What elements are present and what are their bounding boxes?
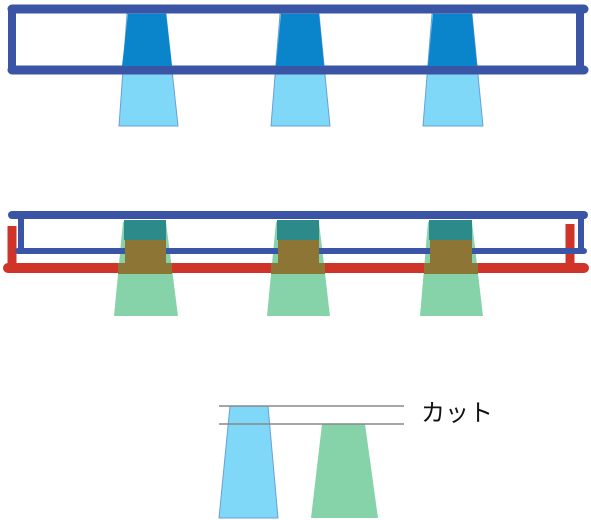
cut-label: カット bbox=[421, 399, 493, 427]
cut-blue-trapezoid bbox=[218, 405, 279, 519]
top-overlap-3 bbox=[428, 14, 477, 66]
middle-teal-overlap-1 bbox=[124, 220, 166, 240]
middle-olive-overlap-2 bbox=[271, 240, 325, 274]
top-overlap-1 bbox=[122, 14, 172, 66]
middle-olive-overlap-3 bbox=[424, 240, 478, 274]
middle-teal-overlap-3 bbox=[429, 220, 472, 240]
middle-assembly bbox=[3, 211, 589, 316]
top-overlap-2 bbox=[276, 14, 324, 66]
cut-green-trapezoid bbox=[311, 424, 378, 518]
top-assembly bbox=[7, 4, 589, 127]
middle-teal-overlap-2 bbox=[277, 220, 319, 240]
middle-olive-overlap-1 bbox=[118, 240, 172, 274]
cut-detail: カット bbox=[218, 399, 493, 519]
